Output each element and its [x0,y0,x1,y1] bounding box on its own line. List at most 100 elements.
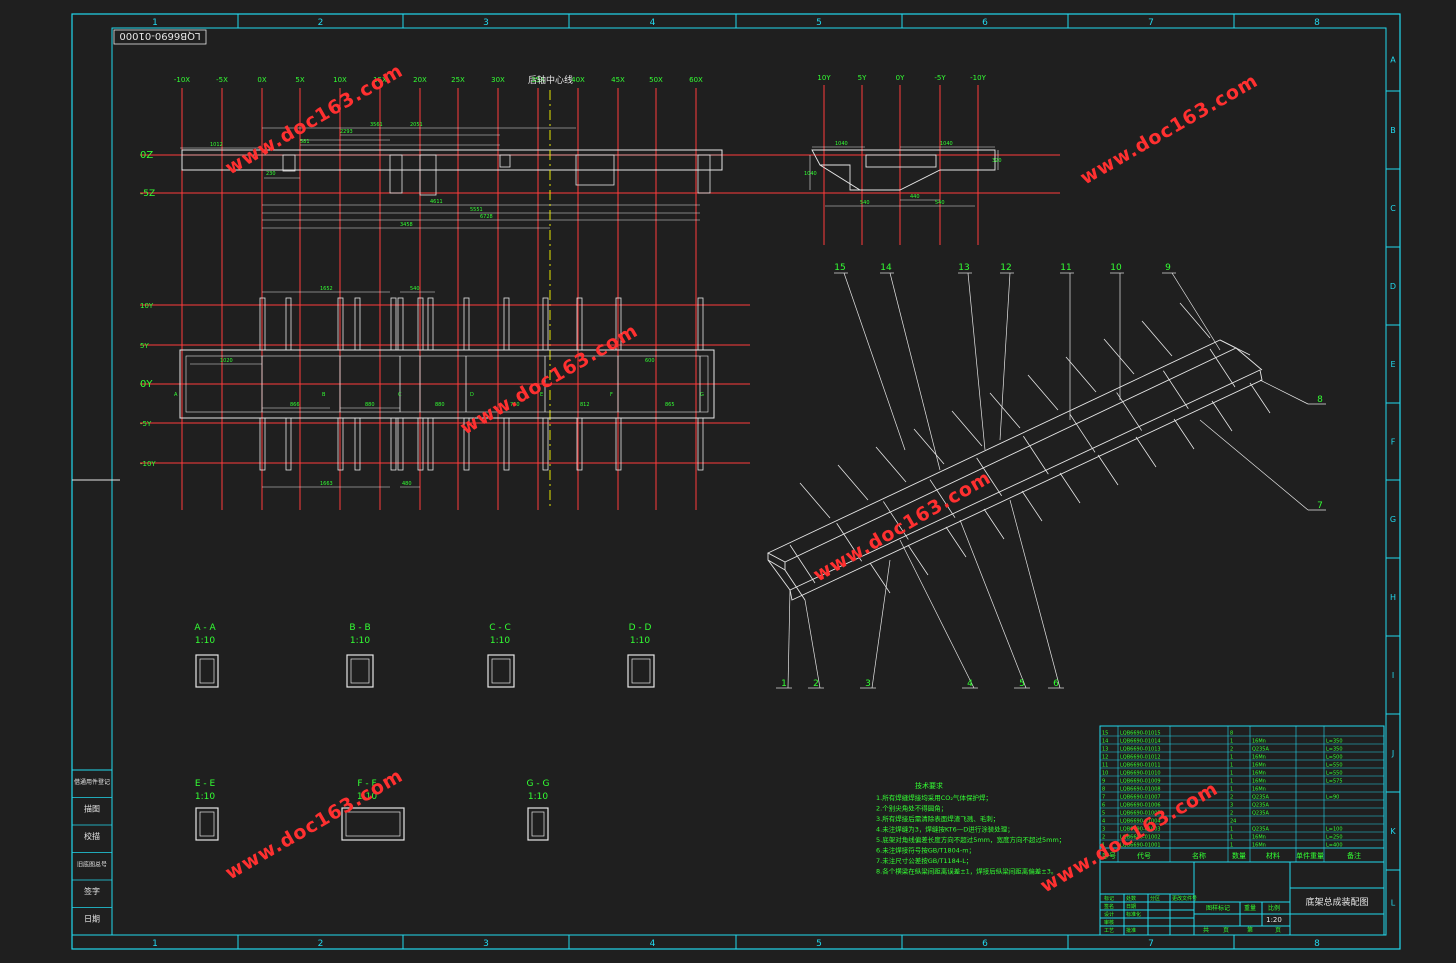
bom-cell: 2 [1230,747,1233,753]
bom-cell: L=575 [1326,779,1343,785]
bom-cell: L=100 [1326,827,1343,833]
svg-text:540: 540 [935,200,945,206]
bom-cell: Q235A [1252,747,1269,753]
bom-cell: L=550 [1326,763,1343,769]
title-labels: 图样标记重量比例共页第页标记处数分区更改文件号签名日期设计标准化审核工艺批准 [1104,895,1281,934]
title-label: 共 [1203,926,1209,934]
section-scale: 1:10 [490,636,510,646]
row-letter: A [1390,56,1396,65]
bom-cell: 3 [1102,827,1105,833]
svg-text:F: F [610,392,613,398]
bom-cell: 16Mn [1252,771,1266,777]
col-number-bottom: 7 [1148,939,1154,949]
bom-header: 数量 [1232,851,1246,860]
bom-cell: LQB6690-01005 [1120,811,1161,817]
section-scale: 1:10 [528,792,548,802]
tech-line: 5.底架对角线偏差长度方向不超过5mm，宽度方向不超过5mm； [876,835,1065,844]
bom-cell: 4 [1102,819,1105,825]
svg-text:600: 600 [645,358,655,364]
row-letter: F [1391,438,1396,447]
watermark-text: www.doc163.com [222,764,408,884]
row-letter: H [1390,593,1396,602]
bom-cell: 1 [1102,843,1105,849]
col-number-bottom: 5 [816,939,822,949]
left-strip-label: 校描 [84,831,100,841]
section-scale: 1:10 [357,792,377,802]
svg-text:1040: 1040 [940,141,953,147]
svg-text:581: 581 [300,139,310,145]
bom-cell: 24 [1230,819,1236,825]
plan-y-label: -5Y [140,420,152,428]
svg-text:1020: 1020 [220,358,233,364]
svg-text:812: 812 [580,402,590,408]
title-label: 图样标记 [1206,904,1230,912]
isometric-view [766,302,1271,601]
bom-cell: 2 [1102,835,1105,841]
balloon-bottom: 1 [781,679,787,689]
side-dimensions [180,127,700,229]
svg-text:320: 320 [992,158,1002,164]
svg-text:440: 440 [910,194,920,200]
svg-text:540: 540 [410,286,420,292]
y-grid-label-top: -5Y [934,74,946,82]
inner-frame [111,27,1387,936]
bom-cell: LQB6690-01004 [1120,819,1161,825]
balloon-top: 9 [1165,263,1171,273]
bom-cell: 1 [1230,835,1233,841]
bom-cell: L=550 [1326,771,1343,777]
section-scale: 1:10 [195,792,215,802]
svg-text:1663: 1663 [320,481,333,487]
title-row-label: 签名 [1104,903,1114,910]
tech-line: 6.未注焊接符号按GB/T1804-m； [876,846,975,855]
svg-text:2293: 2293 [340,129,353,135]
bom-cell: 1 [1230,771,1233,777]
bom-header: 代号 [1137,851,1151,860]
row-letter: E [1390,360,1395,369]
svg-text:1040: 1040 [835,141,848,147]
bom-cell: LQB6690-01009 [1120,779,1161,785]
bom-cell: 16Mn [1252,755,1266,761]
balloon-bottom: 4 [967,679,973,689]
watermark-text: www.doc163.com [810,466,996,586]
balloon-bottom: 2 [813,679,819,689]
svg-text:540: 540 [860,200,870,206]
bom-cell: L=400 [1326,843,1343,849]
section-name: E - E [195,779,216,789]
title-row-label: 标记 [1104,895,1114,902]
col-number-top: 1 [152,18,158,28]
col-number-bottom: 4 [650,939,656,949]
bom-cell: 16Mn [1252,763,1266,769]
section-views: A - A1:10B - B1:10C - C1:10D - D1:10E - … [194,623,655,841]
bom-header: 备注 [1347,851,1361,860]
x-grid-label: 40X [571,76,585,84]
section-name: G - G [527,779,550,789]
x-grid-label: 60X [689,76,703,84]
row-letter: D [1390,282,1396,291]
row-letter: C [1390,204,1396,213]
title-row-label: 更改文件号 [1172,895,1197,902]
bom-cell: 16Mn [1252,843,1266,849]
balloon-top: 14 [880,263,892,273]
x-grid-label: 50X [649,76,663,84]
section-name: B - B [349,623,370,633]
x-grid-label: -10X [174,76,190,84]
title-block: 底架总成装配图 1:20 图样标记重量比例共页第页标记处数分区更改文件号签名日期… [1099,861,1385,936]
bom-cell: 1 [1230,827,1233,833]
x-grid-label: 45X [611,76,625,84]
svg-text:E: E [540,392,543,398]
svg-text:3458: 3458 [400,222,413,228]
rear-axle-label: 后轴中心线 [528,74,573,86]
left-strip-label: 借通用件登记 [74,778,110,786]
title-label: 比例 [1268,904,1280,912]
x-grid-label: 25X [451,76,465,84]
svg-text:880: 880 [435,402,445,408]
bom-header: 序号 [1102,851,1116,860]
bom-cell: 7 [1102,795,1105,801]
x-grid-label: 10X [333,76,347,84]
col-number-top: 2 [318,18,324,28]
title-row-label: 标准化 [1126,911,1141,918]
balloon-top: 12 [1000,263,1011,273]
